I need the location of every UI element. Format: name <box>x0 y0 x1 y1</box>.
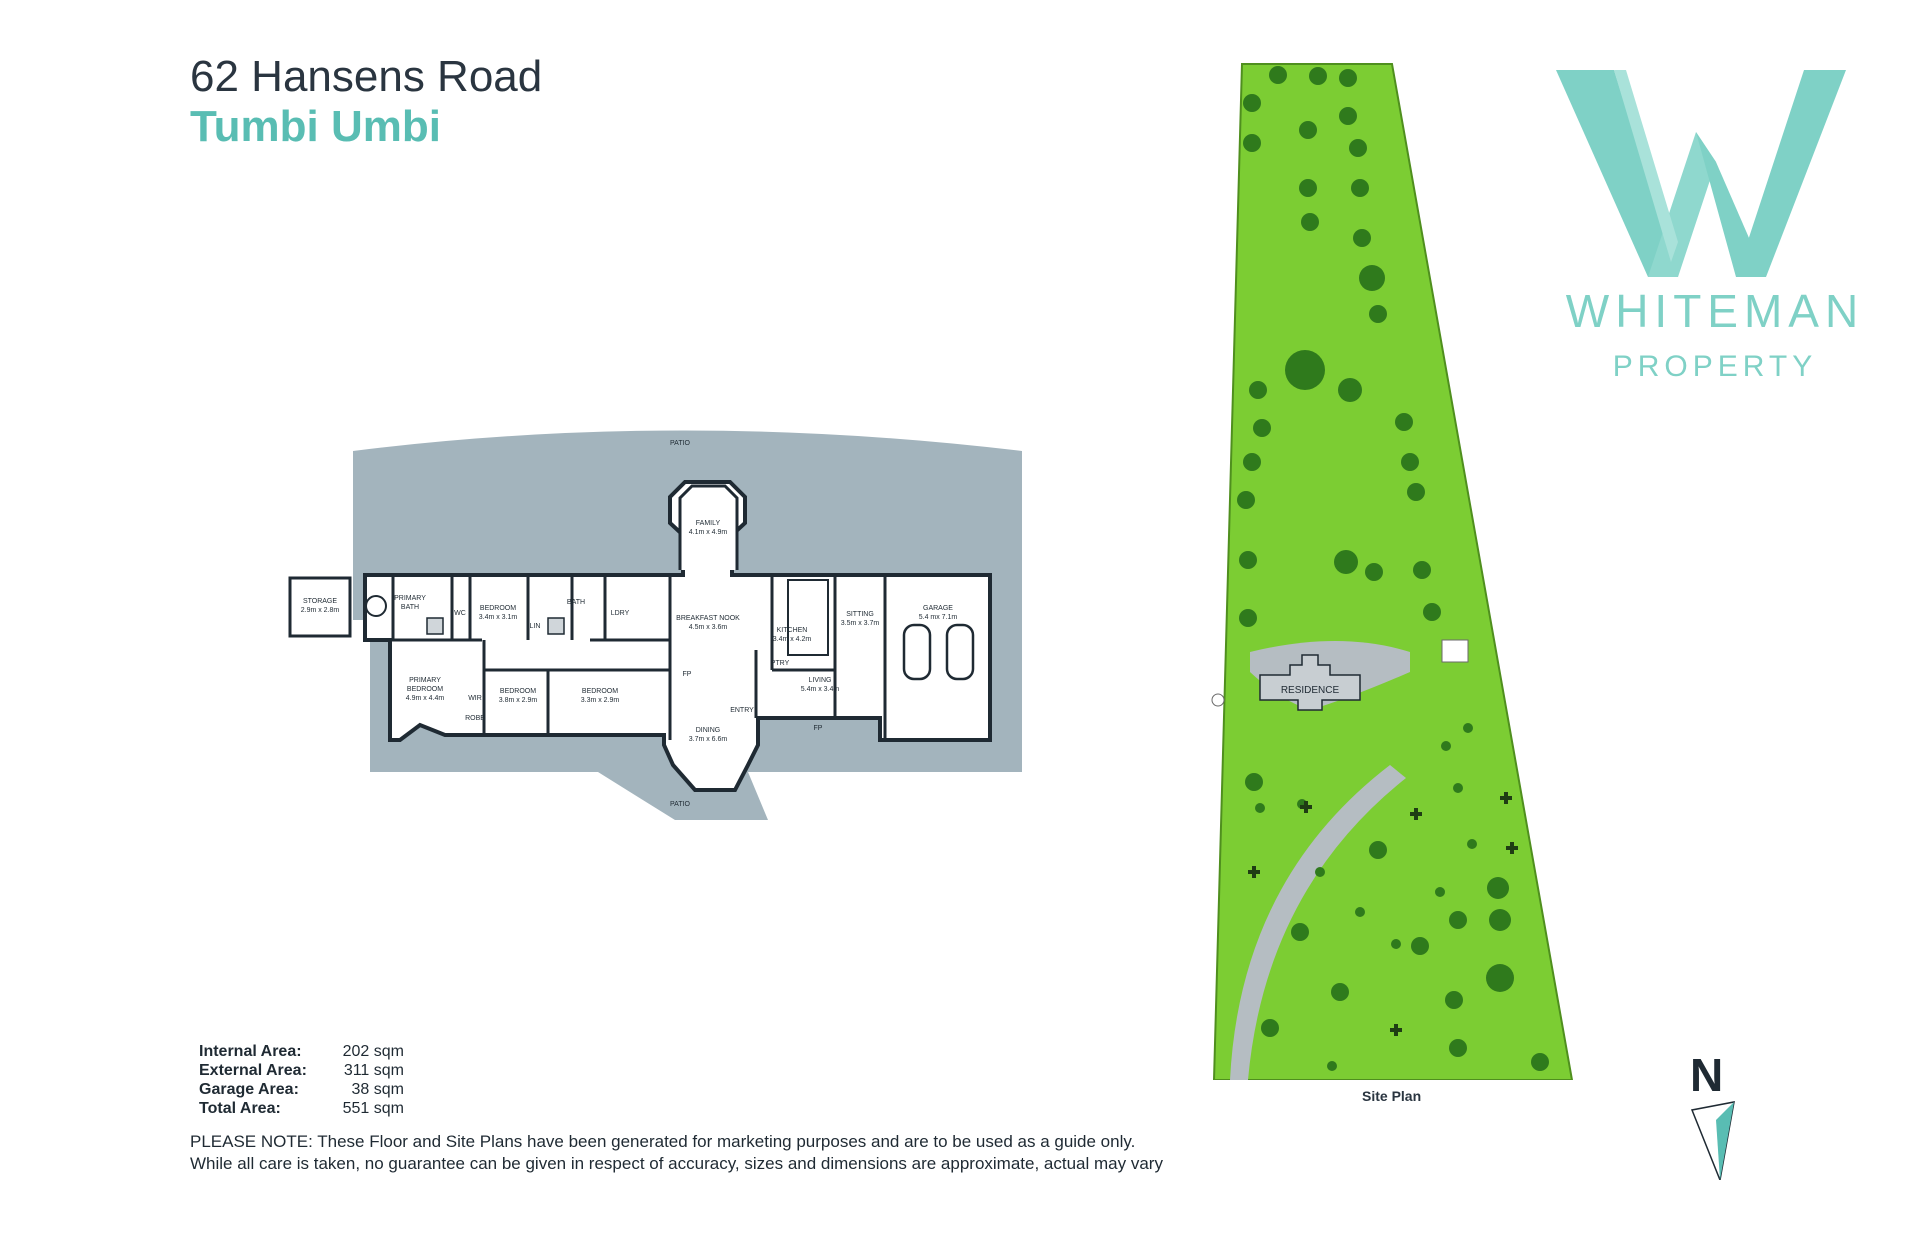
site-plan: RESIDENCE <box>1211 63 1574 1080</box>
storage-name: STORAGE <box>303 598 337 605</box>
bedroom-a-dims: 3.4m x 3.1m <box>479 614 518 621</box>
primary-bath-line1: PRIMARY <box>394 595 426 602</box>
robe-label: ROBE <box>465 715 485 722</box>
kitchen-name: KITCHEN <box>777 627 808 634</box>
brand-word-whiteman: WHITEMAN <box>1565 285 1865 337</box>
wc-label: WC <box>454 610 466 617</box>
area-value: 311 sqm <box>343 1062 404 1079</box>
wir-label: WIR <box>468 695 482 702</box>
garage-cars <box>902 623 975 681</box>
sitting-name: SITTING <box>846 611 874 618</box>
bath-label: BATH <box>567 599 585 606</box>
garage-name: GARAGE <box>923 605 953 612</box>
family-dims: 4.1m x 4.9m <box>689 529 728 536</box>
bedroom-c-name: BEDROOM <box>582 688 618 695</box>
shed <box>1441 639 1469 663</box>
residence-footprint <box>1259 654 1361 711</box>
area-row: Garage Area: 38 sqm <box>199 1080 404 1099</box>
driveway <box>1230 765 1406 1080</box>
bedroom-c-dims: 3.3m x 2.9m <box>581 697 620 704</box>
bedroom-a-name: BEDROOM <box>480 605 516 612</box>
family-name: FAMILY <box>696 520 721 527</box>
residence-label: RESIDENCE <box>1281 685 1340 696</box>
sitting-dims: 3.5m x 3.7m <box>841 620 880 627</box>
living-name: LIVING <box>809 677 832 684</box>
brand-word-property: PROPERTY <box>1612 350 1818 383</box>
disclaimer-line-2: While all care is taken, no guarantee ca… <box>190 1154 1163 1173</box>
dining-dims: 3.7m x 6.6m <box>689 736 728 743</box>
address-street: 62 Hansens Road <box>190 52 543 101</box>
area-value: 202 sqm <box>342 1043 404 1060</box>
area-label: Garage Area: <box>199 1081 299 1098</box>
breakfast-dims: 4.5m x 3.6m <box>689 624 728 631</box>
bedroom-b-dims: 3.8m x 2.9m <box>499 697 538 704</box>
address-suburb: Tumbi Umbi <box>190 102 441 151</box>
breakfast-name: BREAKFAST NOOK <box>676 615 740 622</box>
area-label: Total Area: <box>199 1100 281 1117</box>
lin-label: LIN <box>530 623 541 630</box>
primary-bedroom-line2: BEDROOM <box>407 686 443 693</box>
north-arrow-icon <box>1690 1101 1735 1180</box>
bedroom-b-name: BEDROOM <box>500 688 536 695</box>
area-row: External Area: 311 sqm <box>199 1061 404 1080</box>
patio-bottom-label: PATIO <box>670 801 691 808</box>
ldry-label: LDRY <box>611 610 630 617</box>
shrubs <box>1248 792 1518 1036</box>
living-dims: 5.4m x 3.4m <box>801 686 840 693</box>
area-row: Internal Area: 202 sqm <box>199 1042 404 1061</box>
area-label: External Area: <box>199 1062 307 1079</box>
area-row: Total Area: 551 sqm <box>199 1099 404 1118</box>
area-value: 551 sqm <box>342 1100 404 1117</box>
fp-label-2: FP <box>814 725 823 732</box>
area-label: Internal Area: <box>199 1043 302 1060</box>
ptry-label: PTRY <box>771 660 790 667</box>
garage-dims: 5.4 mx 7.1m <box>919 614 958 621</box>
area-summary: Internal Area: 202 sqm External Area: 31… <box>199 1042 404 1118</box>
fp-label-1: FP <box>683 671 692 678</box>
storage-room <box>288 576 352 638</box>
disclaimer-note: PLEASE NOTE: These Floor and Site Plans … <box>190 1131 1163 1175</box>
disclaimer-line-1: PLEASE NOTE: These Floor and Site Plans … <box>190 1132 1136 1151</box>
floor-plan: PATIO PATIO STORAGE 2.9m x 2.8m PRIMARY … <box>288 430 1022 820</box>
lawn-area <box>1212 63 1574 1080</box>
primary-bedroom-line1: PRIMARY <box>409 677 441 684</box>
site-plan-label: Site Plan <box>1362 1088 1422 1104</box>
kitchen-dims: 3.4m x 4.2m <box>773 636 812 643</box>
patio-top-label: PATIO <box>670 440 691 447</box>
area-value: 38 sqm <box>351 1081 404 1098</box>
north-label: N <box>1690 1049 1724 1101</box>
entry-label: ENTRY <box>730 707 754 714</box>
storage-dims: 2.9m x 2.8m <box>301 607 340 614</box>
primary-bedroom-dims: 4.9m x 4.4m <box>406 695 445 702</box>
whiteman-w-logo <box>1556 70 1846 277</box>
dining-name: DINING <box>696 727 721 734</box>
primary-bath-line2: BATH <box>401 604 419 611</box>
